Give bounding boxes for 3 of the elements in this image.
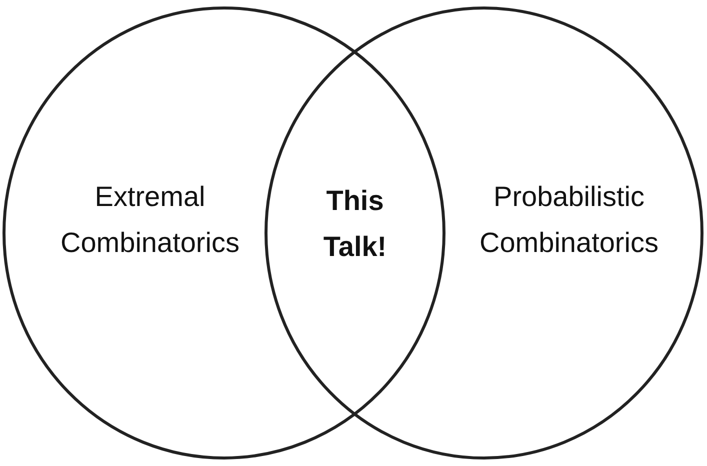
overlap-label: This Talk! (300, 178, 410, 270)
set-label: Extremal Combinatorics (60, 180, 240, 260)
set-label: Probabilistic Combinatorics (478, 180, 660, 260)
